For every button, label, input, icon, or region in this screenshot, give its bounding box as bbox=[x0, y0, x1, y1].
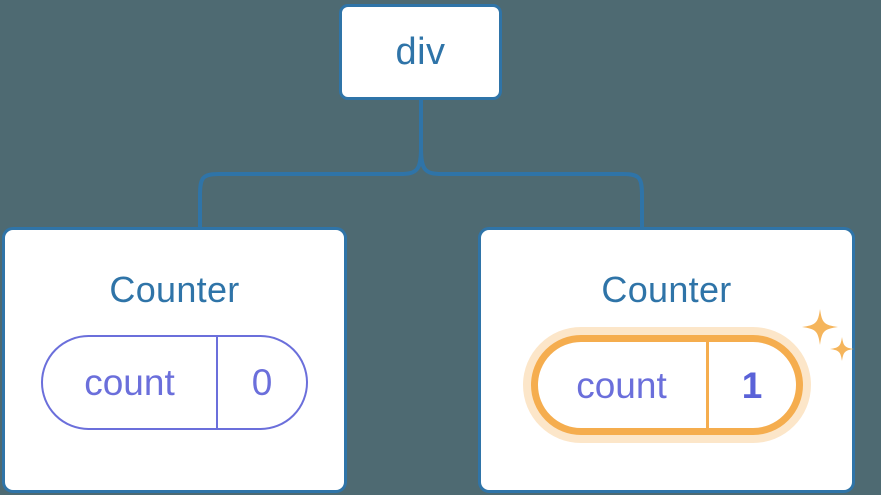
node-counter-left[interactable]: Counter count 0 bbox=[2, 227, 347, 493]
state-key-right: count bbox=[576, 364, 667, 406]
state-pill-divider-right bbox=[705, 342, 709, 428]
edge-root-to-counter-right bbox=[419, 147, 644, 228]
sparkle-large-icon bbox=[801, 309, 838, 345]
node-counter-left-title: Counter bbox=[109, 269, 240, 310]
edge-root-to-counter-left bbox=[198, 147, 423, 228]
state-pill-divider-left bbox=[216, 337, 218, 428]
state-pill-right[interactable]: count 1 bbox=[530, 335, 803, 435]
sparkles-group bbox=[801, 309, 854, 361]
node-root-div[interactable]: div bbox=[339, 4, 502, 100]
state-value-right: 1 bbox=[741, 364, 763, 406]
sparkle-small-icon bbox=[829, 337, 854, 361]
state-pill-wrap-left: count 0 bbox=[41, 335, 308, 430]
state-pill-left[interactable]: count 0 bbox=[41, 335, 308, 430]
node-root-label: div bbox=[395, 31, 446, 73]
state-value-left: 0 bbox=[251, 362, 273, 403]
node-counter-right[interactable]: Counter count 1 bbox=[478, 227, 855, 493]
state-pill-wrap-right: count 1 bbox=[530, 309, 854, 435]
node-counter-right-title: Counter bbox=[601, 269, 732, 310]
state-key-left: count bbox=[84, 362, 175, 403]
